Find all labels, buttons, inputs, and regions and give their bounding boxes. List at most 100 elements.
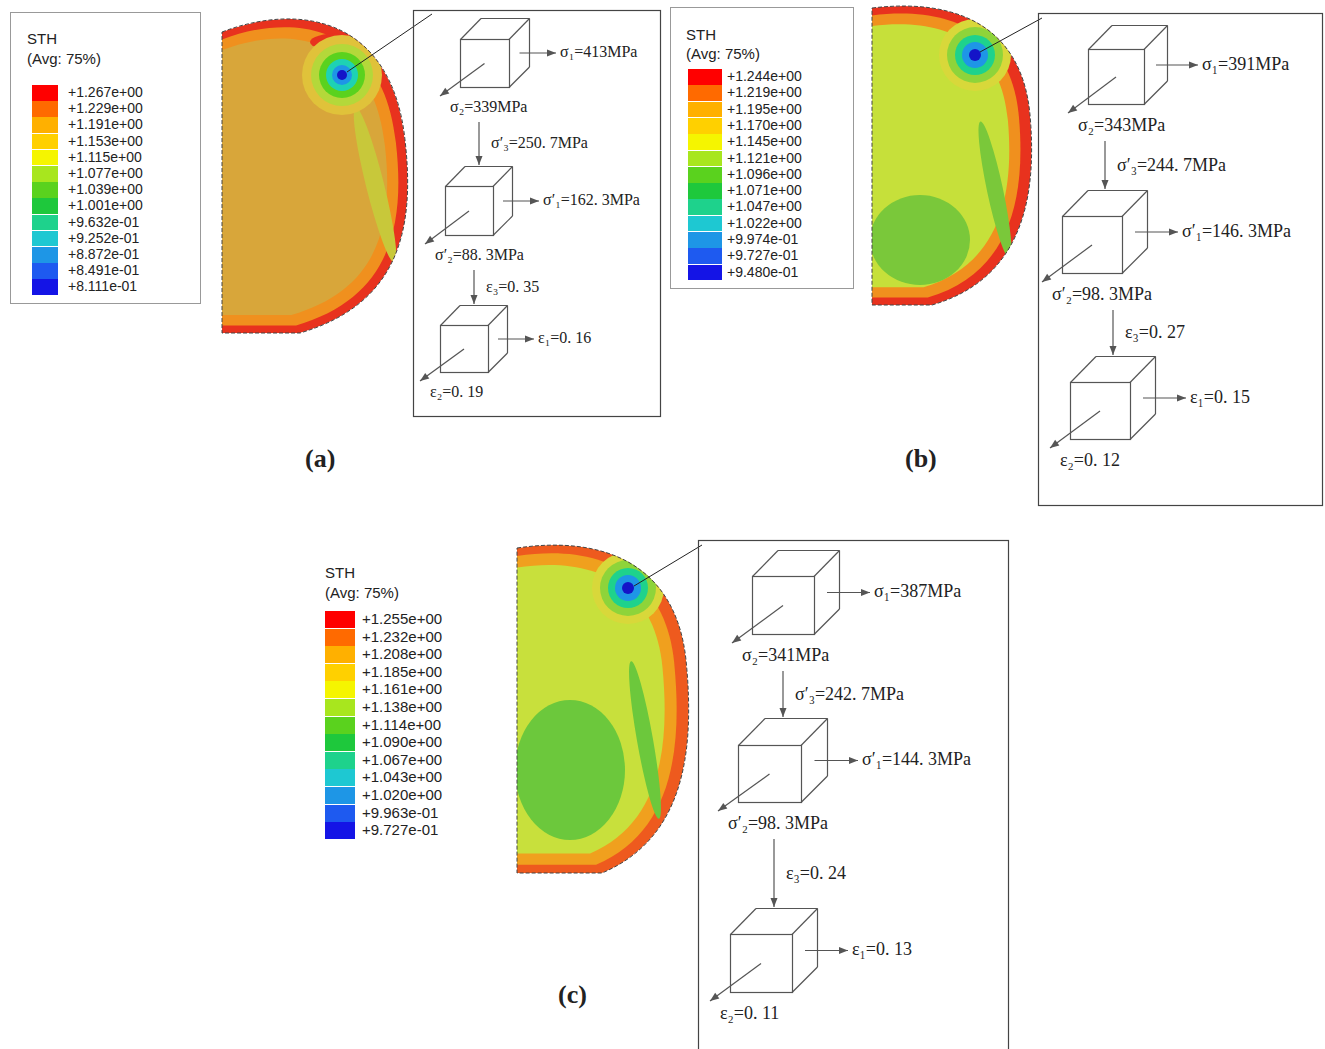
legend-swatch (32, 134, 58, 150)
edge-label: ε₃=0. 27 (1123, 322, 1187, 343)
legend-value: +9.252e-01 (68, 230, 139, 246)
arrow-head (476, 156, 483, 165)
legend-value: +1.077e+00 (68, 165, 143, 181)
legend-value: +1.096e+00 (727, 166, 802, 182)
arrow-head (1068, 105, 1077, 113)
legend-swatch (325, 699, 355, 716)
legend-frame (11, 13, 201, 304)
legend-frame (671, 8, 854, 289)
cube-edge (509, 19, 530, 40)
stress-label: σ₁=413MPa (560, 43, 637, 61)
legend-swatch (325, 681, 355, 698)
legend-swatch (325, 629, 355, 646)
legend-value: +9.632e-01 (68, 214, 139, 230)
cube-edge (1112, 25, 1168, 26)
cube-face (1063, 217, 1123, 274)
cube-edge (839, 551, 840, 610)
cube-edge (1071, 357, 1097, 383)
cube-edge (493, 216, 513, 236)
contour-band (592, 552, 664, 624)
legend-title: STH (27, 30, 57, 47)
legend-swatch (688, 183, 722, 199)
contour-band (515, 700, 625, 840)
contour-plot (870, 6, 1032, 305)
arrow-head (861, 589, 870, 596)
load-arrow (1042, 245, 1092, 282)
legend-value: +1.145e+00 (727, 133, 802, 149)
arrow-head (839, 947, 848, 954)
legend-swatch (32, 101, 58, 117)
stress-cube: σ₁=391MPaσ₂=343MPa (1088, 25, 1168, 139)
legend-value: +1.039e+00 (68, 181, 143, 197)
edge-label: ε₃=0. 24 (784, 863, 848, 884)
cube-edge (1155, 357, 1156, 415)
stress-cube: ε₁=0. 16ε₂=0. 19 (440, 305, 508, 405)
arrow-head (1110, 346, 1117, 355)
contour-band (973, 120, 1018, 260)
legend-swatch (32, 247, 58, 263)
contour-band (615, 575, 641, 601)
cube-edge (1096, 356, 1156, 357)
stress-cube: σ′₁=144. 3MPaσ′₂=98. 3MPa (738, 718, 828, 837)
stress-label: σ′₁=146. 3MPa (1182, 221, 1291, 242)
load-arrow (1102, 141, 1109, 189)
legend-swatch (325, 787, 355, 804)
arrow-head (1050, 440, 1059, 448)
arrow-head (1042, 274, 1051, 282)
arrow-head (732, 635, 741, 643)
legend-value: +1.138e+00 (362, 698, 442, 715)
cube-edge (817, 909, 818, 968)
arrow-head (525, 336, 534, 343)
arrow-head (420, 373, 429, 381)
legend-value: +1.022e+00 (727, 215, 802, 231)
arrow-head (1169, 229, 1178, 236)
cube-edge (1167, 26, 1168, 82)
panel-label: (b) (905, 444, 937, 474)
part-outline (872, 6, 1032, 305)
cube-edge (1063, 191, 1089, 217)
legend-value: +1.267e+00 (68, 84, 143, 100)
legend-value: +8.111e-01 (68, 278, 137, 294)
connector-line (773, 839, 774, 907)
cube-symbol (460, 18, 530, 88)
contour-band (222, 19, 408, 333)
cube-edge (814, 609, 840, 635)
legend-value: +1.047e+00 (727, 198, 802, 214)
cube-edge (460, 305, 508, 306)
cube-face (461, 40, 510, 88)
legend-swatch (32, 231, 58, 247)
cube-edge (801, 776, 828, 803)
legend-swatch (688, 265, 722, 281)
contour-band (302, 35, 382, 115)
arrow-head (530, 198, 539, 205)
legend-subtitle: (Avg: 75%) (27, 50, 101, 67)
legend-swatch (688, 85, 722, 101)
cube-edge (1147, 191, 1148, 249)
legend-value: +1.185e+00 (362, 663, 442, 680)
cube-edge (778, 550, 840, 551)
load-arrow (710, 964, 761, 1002)
legend-swatch (32, 182, 58, 198)
legend-value: +1.114e+00 (362, 716, 441, 733)
legend-value: +8.872e-01 (68, 246, 139, 262)
inset-frame (699, 541, 1009, 1049)
part-outline (222, 19, 408, 333)
legend-swatch (688, 102, 722, 118)
cube-edge (814, 551, 840, 577)
legend-title: STH (686, 26, 716, 43)
legend-value: +1.067e+00 (362, 751, 442, 768)
legend-value: +9.727e-01 (362, 821, 438, 838)
load-arrow (1050, 411, 1100, 448)
stress-label: σ₁=391MPa (1202, 54, 1289, 75)
cube-edge (801, 719, 828, 746)
legend-swatch (32, 215, 58, 231)
legend-value: +1.170e+00 (727, 117, 802, 133)
cube-edge (488, 306, 508, 326)
stress-cube: σ₁=387MPaσ₂=341MPa (752, 550, 840, 669)
cube-edge (1130, 414, 1156, 440)
legend-swatch (325, 646, 355, 663)
stress-cube: σ′₁=162. 3MPaσ′₂=88. 3MPa (445, 166, 513, 268)
legend-swatch (325, 611, 355, 628)
legend-swatch (32, 117, 58, 133)
cube-edge (739, 719, 766, 746)
